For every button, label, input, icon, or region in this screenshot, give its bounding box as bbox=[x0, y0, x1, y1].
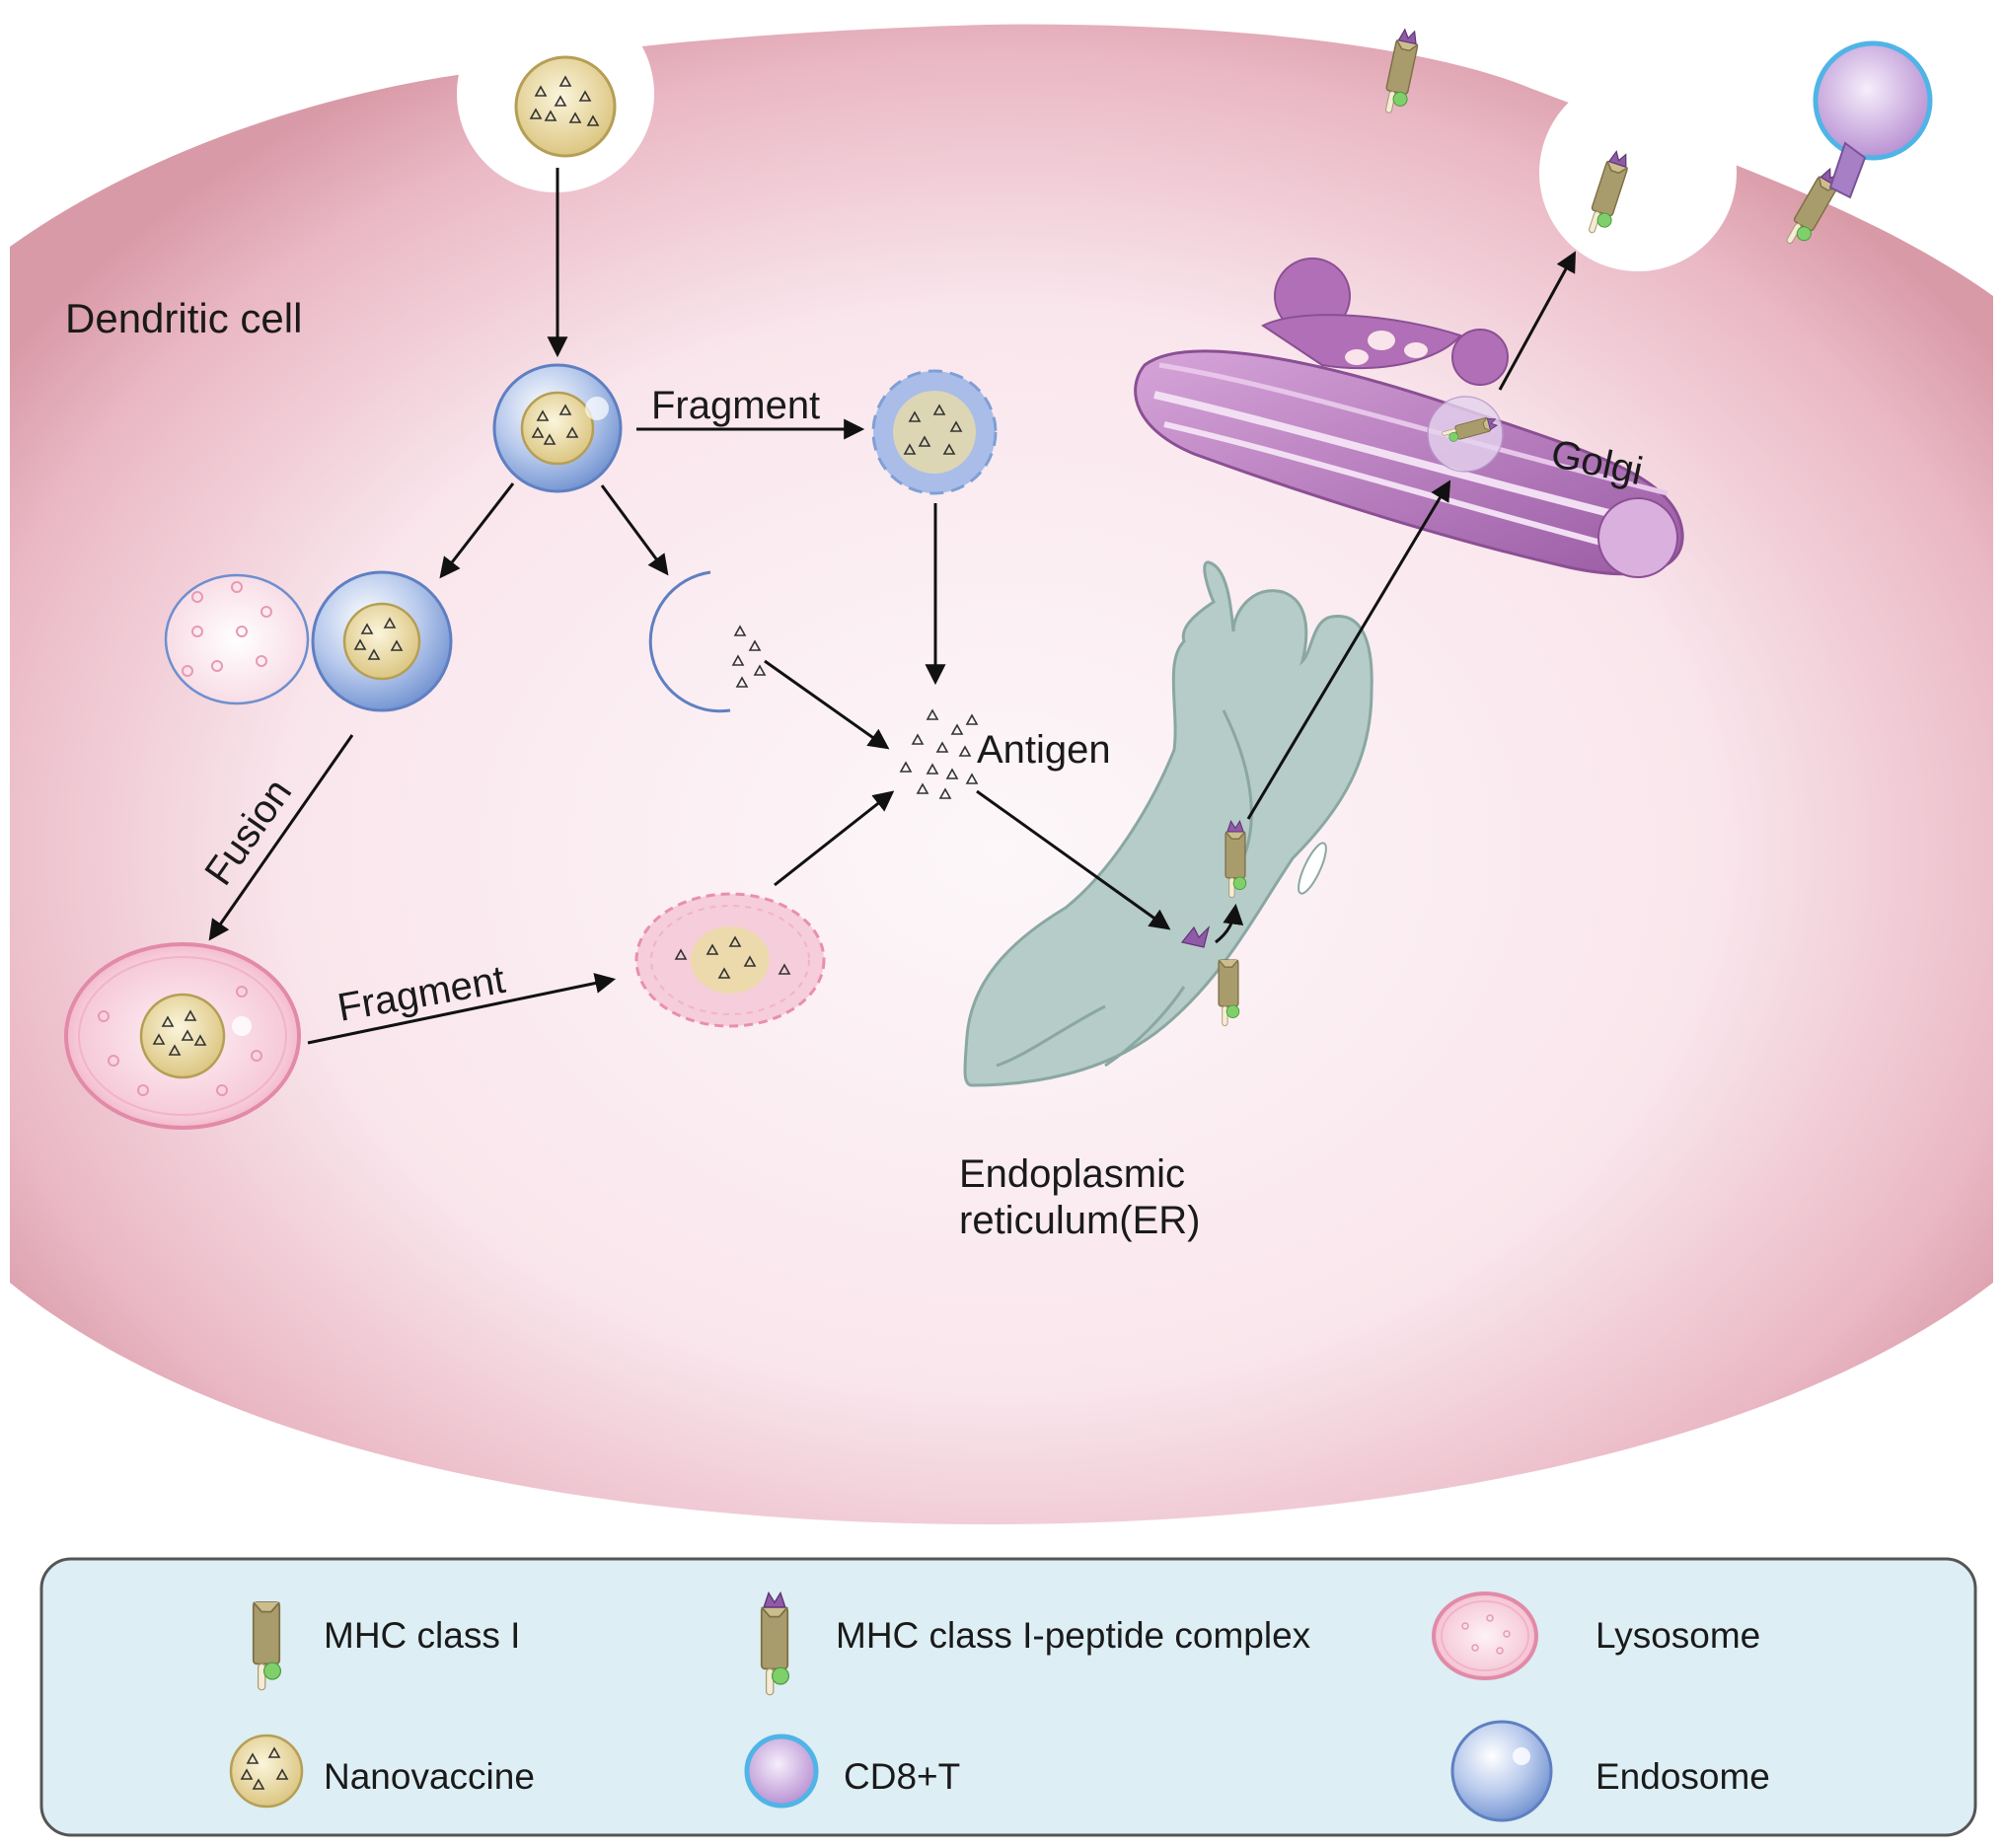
fragment-label-top: Fragment bbox=[651, 384, 820, 427]
legend-lysosome-icon bbox=[1432, 1591, 1538, 1680]
legend-label-endosome: Endosome bbox=[1596, 1756, 1770, 1797]
golgi-apparatus bbox=[1134, 258, 1684, 578]
arrow-endosome-to-merge bbox=[439, 482, 515, 579]
pathway-arrows bbox=[208, 168, 1577, 1045]
legend-endosome-icon bbox=[1450, 1720, 1553, 1822]
fragmented-endosome bbox=[871, 369, 998, 495]
er-label-line2: reticulum(ER) bbox=[959, 1199, 1200, 1242]
legend: MHC class I MHC class I-peptide complex … bbox=[39, 1557, 1977, 1837]
legend-label-mhc-class-i: MHC class I bbox=[324, 1615, 520, 1656]
arrow-rupture-to-antigen bbox=[764, 659, 890, 750]
legend-label-mhc-peptide-complex: MHC class I-peptide complex bbox=[836, 1615, 1311, 1656]
arrow-golgi-to-surface bbox=[1498, 251, 1577, 391]
antigen-label: Antigen bbox=[977, 728, 1111, 772]
legend-nanovaccine-icon bbox=[229, 1734, 304, 1809]
lysosome-endosome-merging bbox=[164, 570, 453, 712]
arrow-endosome-to-rupture bbox=[600, 484, 669, 576]
legend-cd8-t-icon bbox=[744, 1734, 819, 1809]
ruptured-endosome bbox=[648, 570, 766, 713]
membrane-notch-exit bbox=[1539, 74, 1737, 271]
endosome-with-nanovaccine bbox=[492, 363, 623, 493]
fragmented-lysosome bbox=[634, 892, 826, 1028]
er-label-line1: Endoplasmic bbox=[959, 1152, 1185, 1196]
legend-label-nanovaccine: Nanovaccine bbox=[324, 1756, 535, 1797]
nanovaccine-entering bbox=[514, 55, 617, 158]
arrow-fusion bbox=[208, 734, 354, 941]
endoplasmic-reticulum bbox=[963, 560, 1373, 1087]
merging-lysosome bbox=[164, 573, 310, 705]
merging-endosome bbox=[311, 570, 453, 712]
legend-label-cd8-t: CD8+T bbox=[844, 1756, 960, 1797]
cell-label: Dendritic cell bbox=[65, 295, 302, 341]
arrow-lyso-fragment-to-antigen bbox=[774, 790, 895, 887]
arrow-antigen-to-er bbox=[976, 789, 1171, 930]
legend-label-lysosome: Lysosome bbox=[1596, 1615, 1760, 1656]
lysosome-with-nanovaccine bbox=[64, 942, 301, 1130]
cd8-t-cell bbox=[1813, 40, 1933, 199]
arrow-er-to-golgi bbox=[1246, 480, 1451, 820]
arrow-er-loading bbox=[1215, 903, 1244, 944]
arrow-lysosome-to-fragment bbox=[307, 973, 617, 1045]
er-peptide bbox=[1180, 925, 1211, 948]
